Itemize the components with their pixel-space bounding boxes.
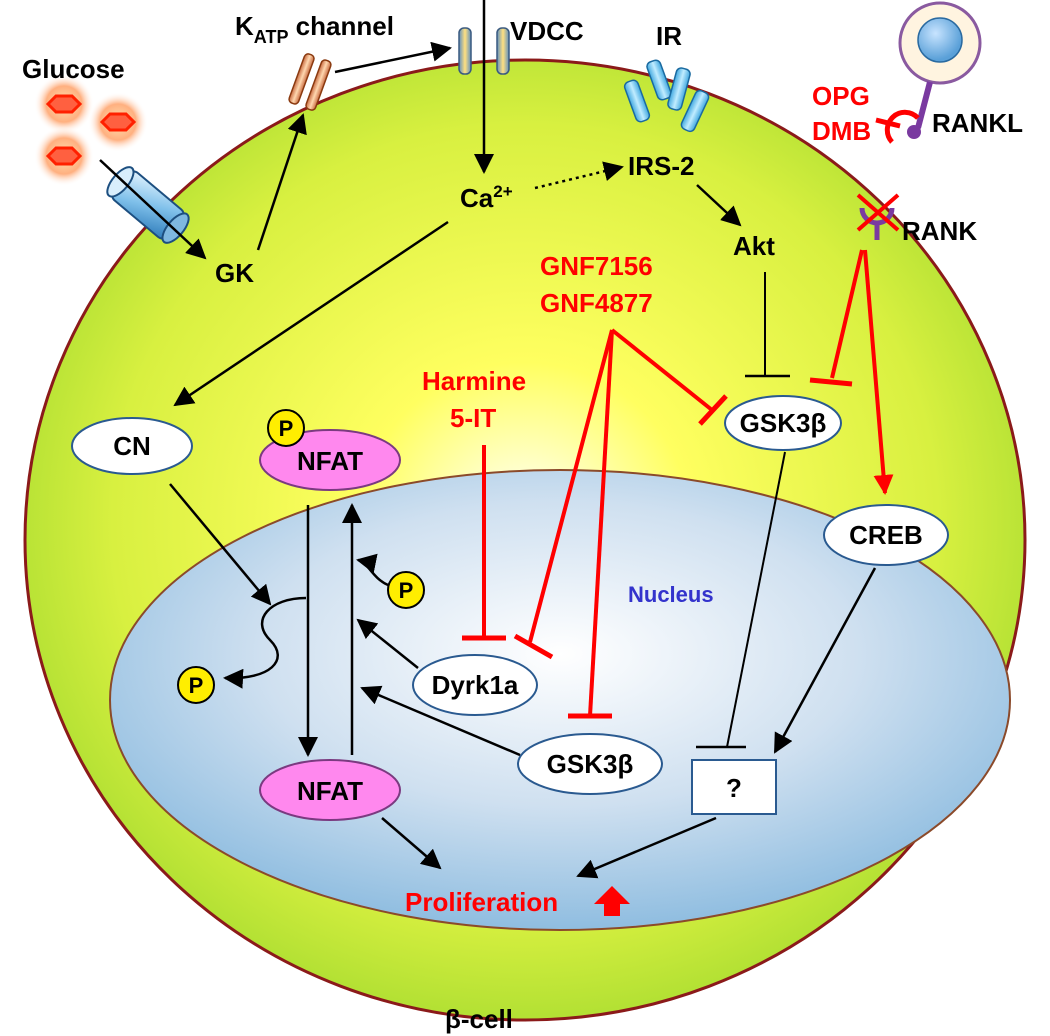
cn-node: [71, 417, 193, 475]
dmb-label: DMB: [812, 116, 871, 146]
insulin-receptor-icon: [623, 59, 710, 133]
proliferation-label: Proliferation: [405, 887, 558, 917]
irs2-to-akt-arrow: [696, 184, 742, 227]
nfat-top-label: NFAT: [297, 446, 363, 476]
gsk3b-inhibits-unknown: [696, 451, 786, 749]
gsk3b-cytoplasm-node: [724, 395, 842, 451]
katp-to-vdcc-arrow: [334, 41, 452, 74]
creb-label: CREB: [849, 520, 923, 550]
unknown-target-label: ?: [726, 773, 742, 803]
phosphate-badge: P: [267, 409, 305, 447]
increase-arrow-icon: [594, 886, 630, 916]
gk-to-katp-arrow: [256, 113, 307, 251]
nfat-phosphorylated-node: [259, 429, 401, 491]
gk-label: GK: [215, 258, 254, 288]
calcium-label: Ca2+: [460, 182, 513, 213]
glucose-label: Glucose: [22, 54, 125, 84]
cn-to-nucleus-arrow: [169, 483, 272, 606]
gsk3b-to-nfat-arrow: [360, 685, 521, 757]
gsk3b-cytoplasm-label: GSK3β: [740, 408, 827, 438]
irs2-label: IRS-2: [628, 151, 694, 181]
harmine-label: Harmine: [422, 366, 526, 396]
osteoblast-cell-icon: [898, 1, 982, 85]
vdcc-channel-icon: [458, 27, 510, 75]
harmine-inhibits-dyrk1a: [462, 445, 506, 641]
creb-to-unknown-arrow: [773, 567, 877, 754]
calcium-to-irs2-dotted-arrow: [534, 161, 624, 190]
svg-text:P: P: [279, 416, 294, 441]
unknown-to-proliferation-arrow: [576, 816, 717, 879]
nucleus-label: Nucleus: [628, 582, 714, 607]
glucose-icon: [34, 126, 94, 186]
blocked-cross-icon: [856, 193, 900, 232]
glucose-icon: [88, 92, 148, 152]
glucose-to-gk-arrow: [99, 159, 207, 260]
vdcc-label: VDCC: [510, 16, 584, 46]
dyrk1a-label: Dyrk1a: [432, 670, 519, 700]
rankl-label: RANKL: [932, 108, 1023, 138]
rank-label: RANK: [902, 216, 977, 246]
gnf4877-label: GNF4877: [540, 288, 653, 318]
opg-dmb-decoy-icon: [875, 109, 920, 144]
katp-label: KATP channel: [235, 11, 394, 47]
svg-text:P: P: [399, 578, 414, 603]
phosphorylation-arrow: [356, 553, 389, 587]
akt-label: Akt: [733, 231, 775, 261]
unknown-target-box: [691, 759, 777, 815]
rankl-ligand-icon: [907, 81, 933, 139]
beta-cell-label: β-cell: [445, 1004, 513, 1034]
gsk3b-nucleus-node: [517, 733, 663, 795]
rank-to-creb-arrow: [863, 249, 894, 495]
nfat-nuclear-node: [259, 759, 401, 821]
rank-receptor-icon: [859, 207, 895, 240]
gnf7156-label: GNF7156: [540, 251, 653, 281]
gnf-inhibition-lines: [513, 328, 728, 719]
glucose-molecules: [34, 74, 148, 186]
glucose-icon: [34, 74, 94, 134]
rank-inhibits-gsk3b: [809, 249, 864, 387]
svg-text:P: P: [189, 673, 204, 698]
phosphate-badge: P: [177, 666, 215, 704]
dyrk1a-node: [412, 654, 538, 716]
phosphate-badge: P: [387, 571, 425, 609]
nfat-to-proliferation-arrow: [381, 817, 442, 870]
five-it-label: 5-IT: [450, 403, 496, 433]
nfat-bottom-label: NFAT: [297, 776, 363, 806]
dyrk1a-to-nfat-arrow: [356, 618, 419, 669]
gsk3b-nucleus-label: GSK3β: [547, 749, 634, 779]
ir-label: IR: [656, 21, 682, 51]
cn-label: CN: [113, 431, 151, 461]
calcium-to-cn-arrow: [173, 220, 449, 407]
opg-label: OPG: [812, 81, 870, 111]
akt-inhibits-gsk3b: [745, 272, 790, 378]
katp-channel-icon: [288, 53, 332, 111]
dephosphorylation-arrow: [223, 596, 307, 689]
creb-node: [823, 504, 949, 566]
